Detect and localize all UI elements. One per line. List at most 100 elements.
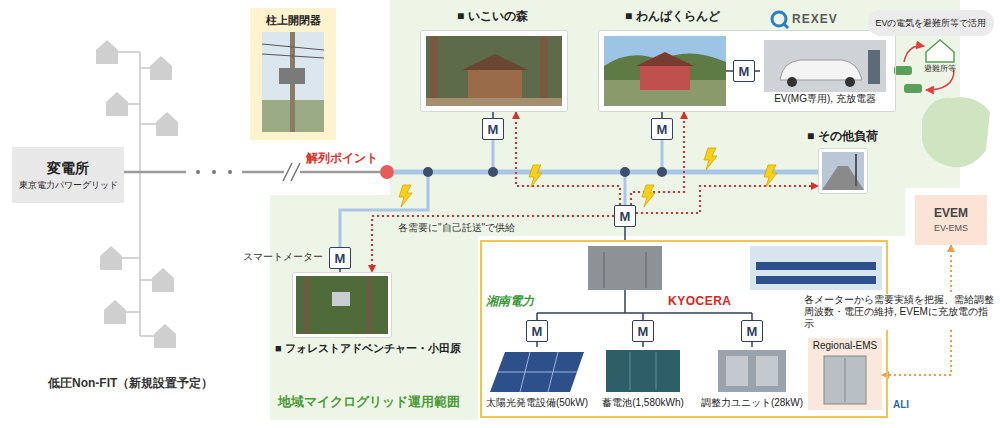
house-icon [150, 56, 172, 80]
ems-cabinet-photo [824, 356, 866, 404]
microgrid-area: 地域マイクログリッド運用範囲■ いこいの森M■ わんぱくらんどMEV(MG専用)… [270, 0, 960, 420]
switch-photo [250, 8, 336, 140]
solar-panel-photo [490, 352, 584, 392]
generation-site [645, 252, 647, 288]
house-icon [152, 268, 174, 292]
ems-box: Regional-EMS [808, 338, 882, 410]
house-icon [156, 112, 178, 136]
ikoi-photo [426, 98, 562, 106]
node-text: 蓄電池(1,580kWh) [602, 397, 684, 409]
power-line [394, 140, 493, 172]
shelter-illustration [894, 40, 990, 167]
ems-cabinet-photo [808, 338, 882, 410]
solar-panel-photo [548, 352, 558, 392]
note-text: 低圧Non-FIT（新規設置予定） [48, 376, 213, 390]
junction-dot [488, 167, 498, 177]
forest-photo [292, 272, 392, 338]
battery-photo [630, 352, 631, 390]
meter-box: M [741, 320, 763, 342]
meter-box: M [614, 205, 636, 227]
wanpaku-photo [598, 30, 896, 112]
bus-wire [537, 290, 752, 320]
line-break-mark [186, 163, 300, 181]
forest-photo [332, 292, 350, 306]
meter-box: M [632, 320, 654, 342]
node-text: 湘南電力 [486, 294, 534, 308]
ikoi-photo [468, 70, 522, 100]
node-text: EVEM [934, 206, 968, 220]
power-line [755, 70, 760, 72]
bus-wire [537, 312, 752, 314]
switch-photo [262, 32, 324, 132]
house-wires [140, 279, 152, 281]
node-text: 調整力ユニット(28kW) [701, 397, 803, 409]
ev-photo [868, 50, 880, 84]
adjust-unit-photo [718, 350, 786, 392]
generation-site [756, 276, 876, 284]
logo-text: REXEV [792, 12, 838, 26]
adjust-unit-photo [726, 356, 748, 386]
wanpaku-photo [640, 66, 690, 90]
lightning-icon [399, 148, 777, 207]
device-box: 調整力ユニット(28kW) [698, 347, 806, 412]
junction-dot [620, 167, 630, 177]
node-text: M [638, 325, 649, 338]
meter-box: M [329, 247, 351, 269]
power-line [340, 172, 428, 247]
node-text: Regional-EMS [813, 340, 877, 352]
node-text: 柱上開閉器 [266, 14, 321, 27]
flow-arrow [631, 112, 684, 205]
node-text: ■ フォレストアドベンチャー・小田原 [275, 342, 461, 355]
node-subtext: 東京電力パワーグリッド [19, 180, 118, 191]
switch-photo [250, 8, 336, 140]
shelter-illustration [894, 66, 912, 75]
ikoi-photo [430, 36, 438, 106]
other-load-photo [855, 154, 857, 186]
power-line [394, 140, 662, 172]
shelter-illustration [904, 84, 922, 93]
node-subtext: EV-EMS [934, 223, 968, 234]
adjust-unit-photo [718, 350, 786, 392]
line-break-mark [291, 163, 300, 181]
line-break-mark [228, 170, 232, 174]
ikoi-photo [540, 36, 548, 106]
switch-photo [279, 68, 305, 84]
other-load-photo [822, 152, 864, 190]
battery-photo [606, 350, 680, 392]
ev-photo [764, 40, 886, 92]
ev-photo [845, 77, 855, 87]
icon-label: 避難所等 [924, 64, 956, 73]
bus-wire [751, 313, 753, 320]
ev-photo [764, 40, 886, 92]
power-line [642, 342, 644, 347]
house-icon [106, 92, 128, 116]
node-text: ■ わんぱくらんど [625, 9, 720, 23]
power-line [624, 227, 626, 240]
battery-photo [656, 352, 657, 390]
flow-arrow [636, 186, 818, 213]
shelter-illustration [926, 70, 954, 90]
house-wires [139, 52, 141, 336]
node-text: ■ その他負荷 [807, 129, 878, 143]
ems-cabinet-photo [808, 338, 882, 410]
forest-photo [304, 276, 309, 334]
bus-wire [624, 290, 626, 313]
ev-charger: EV(MG専用), 充放電器 [760, 36, 890, 108]
line-break-mark [186, 165, 242, 179]
battery-photo [606, 350, 680, 392]
generation-site [588, 246, 662, 290]
node-text: M [747, 325, 758, 338]
flow-arrow [516, 112, 620, 205]
line-break-mark [283, 163, 292, 181]
wanpaku-photo [598, 30, 896, 112]
house-wires [118, 51, 140, 53]
disconnect-point: 解列ポイント [380, 165, 394, 179]
junction-dot [423, 167, 667, 177]
node-text: 変電所 [47, 160, 89, 177]
node-text: M [657, 123, 668, 136]
node-text: EV(MG専用), 充放電器 [774, 93, 876, 105]
device-box: 蓄電池(1,580kWh) [596, 347, 690, 412]
rexev-logo-mark [783, 23, 788, 28]
